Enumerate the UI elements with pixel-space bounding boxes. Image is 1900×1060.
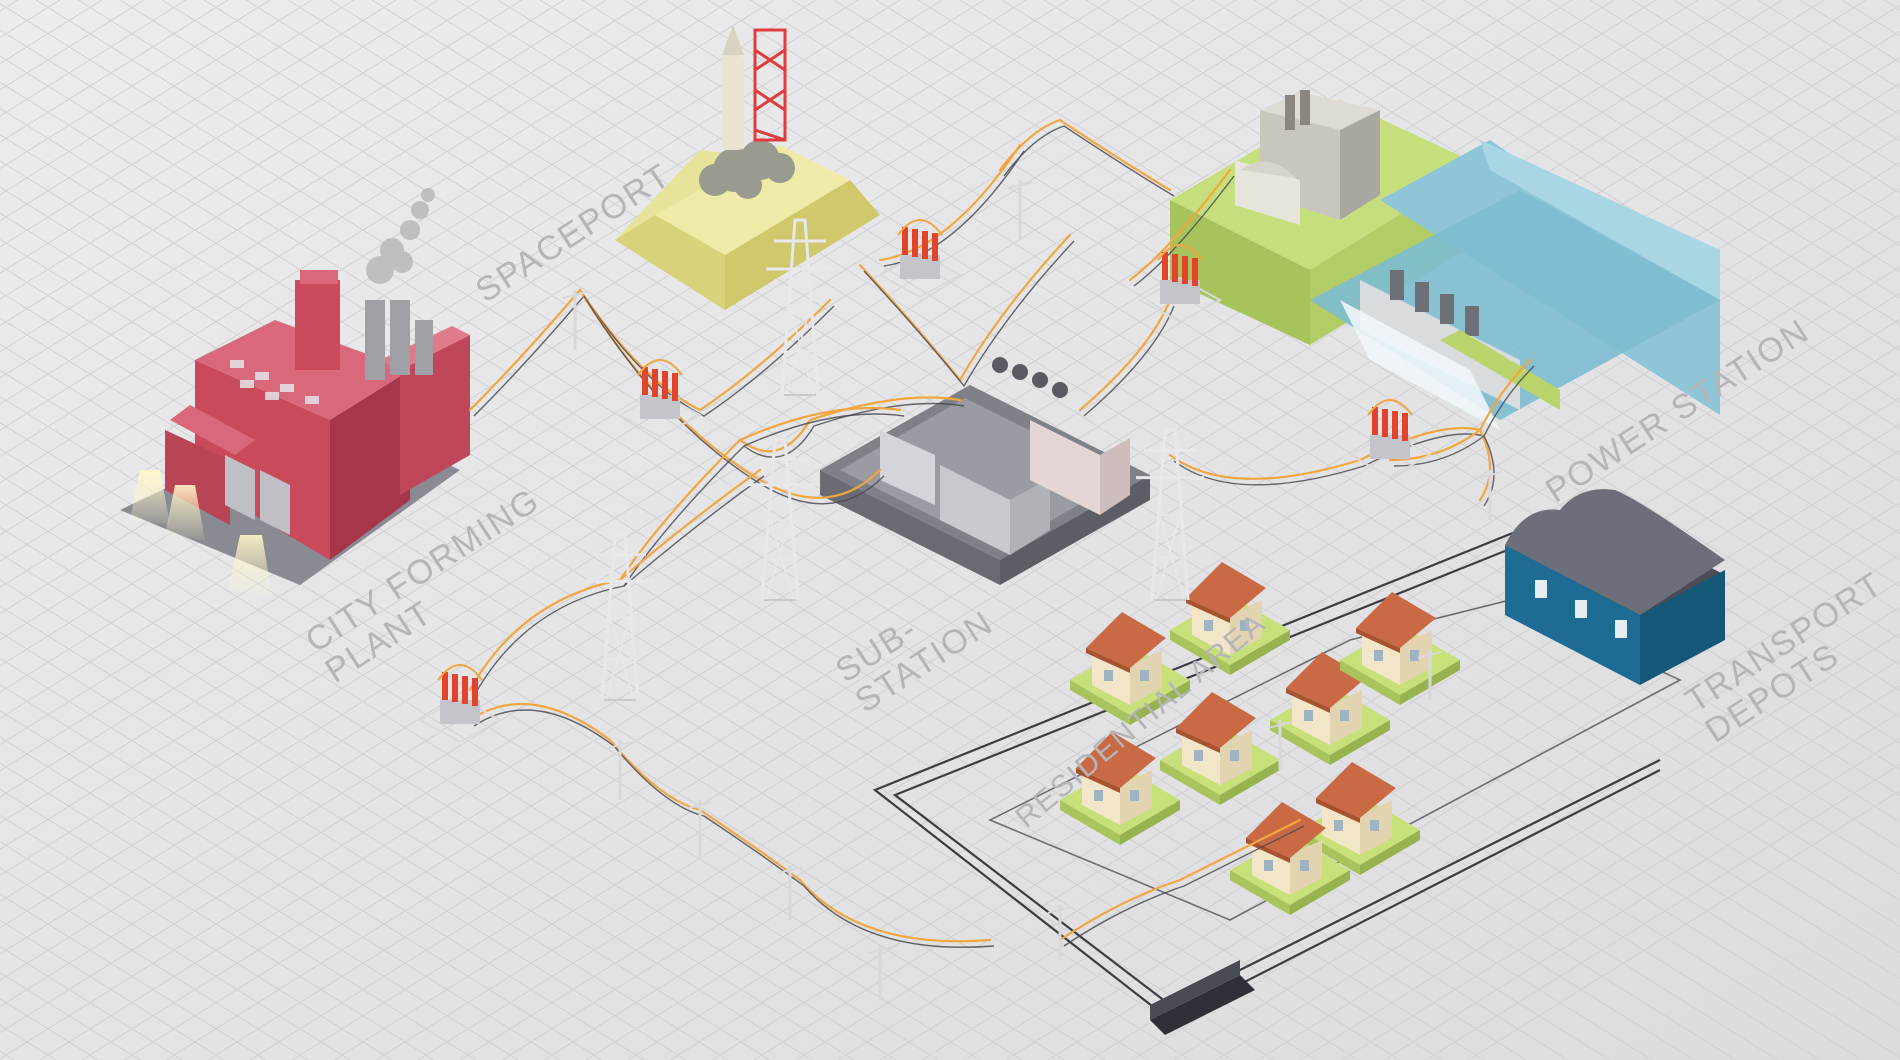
train-icon bbox=[1150, 960, 1255, 1035]
house-icon bbox=[1300, 762, 1420, 875]
utility-pole-icon bbox=[1417, 650, 1443, 700]
utility-pole-icon bbox=[867, 945, 893, 1000]
utility-pole-icon bbox=[1477, 470, 1503, 520]
pole-transformers bbox=[417, 219, 1433, 744]
transmission-tower-icon bbox=[766, 218, 834, 396]
utility-pole-icon bbox=[562, 290, 588, 350]
house-icon bbox=[1060, 732, 1180, 845]
residential-houses bbox=[1060, 562, 1460, 915]
smoke-icon bbox=[699, 140, 795, 199]
utility-pole-icon bbox=[607, 740, 633, 800]
pole-transformer-icon bbox=[617, 359, 703, 439]
house-icon bbox=[1170, 562, 1290, 675]
factory-icon bbox=[120, 188, 470, 595]
house-icon bbox=[1160, 692, 1280, 805]
transmission-tower-icon bbox=[746, 438, 814, 601]
utility-pole-icon bbox=[687, 800, 713, 860]
rocket-icon bbox=[615, 25, 880, 310]
transmission-tower-icon bbox=[1136, 428, 1204, 601]
pole-transformer-icon bbox=[417, 664, 503, 744]
pole-transformer-icon bbox=[877, 219, 963, 299]
house-icon bbox=[1270, 652, 1390, 765]
transformer-icon bbox=[820, 357, 1150, 585]
launch-tower-icon bbox=[753, 28, 787, 142]
utility-pole-icon bbox=[1007, 180, 1033, 240]
transmission-towers bbox=[586, 218, 1204, 701]
house-icon bbox=[1230, 802, 1350, 915]
pole-transformer-icon bbox=[1347, 399, 1433, 479]
smoke-icon bbox=[366, 188, 435, 284]
utility-poles bbox=[562, 180, 1503, 1000]
pole-transformer-icon bbox=[1137, 244, 1223, 324]
utility-pole-icon bbox=[1267, 720, 1293, 770]
hydro-dam-icon bbox=[1170, 90, 1720, 430]
transmission-tower-icon bbox=[586, 533, 654, 701]
utility-pole-icon bbox=[777, 865, 803, 920]
depot-building-icon bbox=[1505, 489, 1725, 685]
utility-pole-icon bbox=[1047, 905, 1073, 960]
power-lines bbox=[468, 118, 1535, 948]
house-icon bbox=[1070, 612, 1190, 725]
